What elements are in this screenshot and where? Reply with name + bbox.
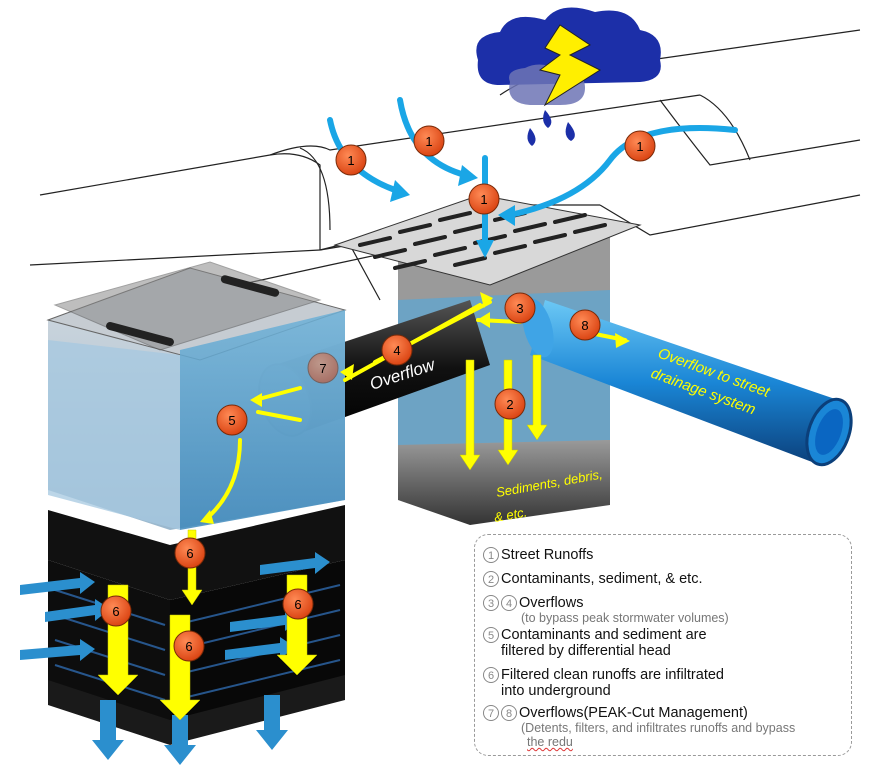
marker-2: 2: [494, 388, 526, 420]
marker-4: 4: [381, 334, 413, 366]
infiltration-arrows: [20, 552, 330, 765]
legend-subtext: (to bypass peak stormwater volumes): [521, 611, 729, 625]
svg-text:5: 5: [228, 413, 235, 428]
marker-3: 3: [504, 292, 536, 324]
filter-box: [46, 261, 347, 530]
svg-text:6: 6: [294, 597, 301, 612]
svg-text:6: 6: [186, 546, 193, 561]
svg-text:6: 6: [185, 639, 192, 654]
marker-1c: 1: [468, 183, 500, 215]
legend-text: Filtered clean runoffs are infiltrated: [501, 667, 724, 683]
legend-subtext-2: the redu: [527, 735, 573, 749]
legend-subtext: (Detents, filters, and infiltrates runof…: [521, 721, 796, 735]
legend-number: 2: [483, 571, 499, 587]
street-drainage-pipe: [522, 298, 853, 467]
svg-text:7: 7: [319, 361, 326, 376]
marker-8: 8: [569, 309, 601, 341]
svg-text:4: 4: [393, 343, 400, 358]
legend-text: Contaminants and sediment are: [501, 627, 707, 643]
legend-number: 3: [483, 595, 499, 611]
marker-5: 5: [216, 404, 248, 436]
marker-6d: 6: [282, 588, 314, 620]
svg-text:1: 1: [425, 134, 432, 149]
svg-text:8: 8: [581, 318, 588, 333]
infiltration-crate: [48, 505, 345, 745]
marker-1a: 1: [335, 144, 367, 176]
svg-text:1: 1: [636, 139, 643, 154]
legend-number: 1: [483, 547, 499, 563]
svg-text:6: 6: [112, 604, 119, 619]
marker-1b: 1: [413, 125, 445, 157]
flow-arrowheads: [200, 292, 630, 524]
legend-number: 4: [501, 595, 517, 611]
svg-text:2: 2: [506, 397, 513, 412]
marker-6a: 6: [174, 537, 206, 569]
marker-7: 7: [307, 352, 339, 384]
marker-1d: 1: [624, 130, 656, 162]
marker-6b: 6: [100, 595, 132, 627]
legend-number: 5: [483, 627, 499, 643]
legend-text: Overflows: [519, 595, 584, 611]
legend-number: 8: [501, 705, 517, 721]
legend-text: Contaminants, sediment, & etc.: [501, 571, 703, 587]
legend-number: 7: [483, 705, 499, 721]
legend-number: 6: [483, 667, 499, 683]
number-markers: 1 1 1 1 2 3 4 5 6 6 6 6 7 8: [100, 125, 656, 662]
legend-text: Street Runoffs: [501, 547, 594, 563]
legend-text-2: into underground: [501, 683, 611, 699]
svg-text:1: 1: [347, 153, 354, 168]
sediments-label-2: & etc.: [493, 504, 528, 525]
svg-text:3: 3: [516, 301, 523, 316]
legend-text: Overflows(PEAK-Cut Management): [519, 705, 748, 721]
legend-text-2: filtered by differential head: [501, 643, 671, 659]
marker-6c: 6: [173, 630, 205, 662]
svg-text:1: 1: [480, 192, 487, 207]
storm-cloud: [476, 7, 661, 146]
runoff-arrowheads: [390, 165, 515, 258]
